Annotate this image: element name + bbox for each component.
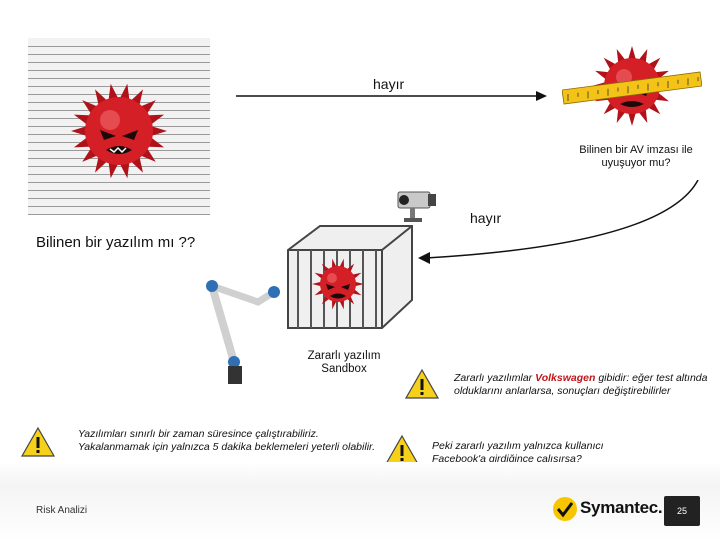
virus-spike: [119, 161, 130, 179]
virus-spike: [119, 83, 130, 101]
lineup-line: [28, 198, 210, 199]
note-volkswagen: Zararlı yazılımlar Volkswagen gibidir: e…: [454, 372, 708, 397]
note-facebook: Peki zararlı yazılım yalnızca kullanıcı …: [432, 440, 604, 465]
lineup-line: [28, 214, 210, 215]
virus-spike: [353, 281, 364, 287]
symantec-brand: Symantec.: [580, 498, 663, 517]
sandbox-label-line2: Sandbox: [321, 363, 367, 375]
warning-icon: [404, 368, 440, 399]
lineup-line: [28, 70, 210, 71]
note-volkswagen-highlight: Volkswagen: [535, 372, 596, 384]
virus-spike: [627, 46, 637, 61]
note-volkswagen-prefix: Zararlı yazılımlar: [454, 372, 536, 384]
lineup-line: [28, 86, 210, 87]
lineup-line: [28, 54, 210, 55]
security-camera-icon: [397, 191, 436, 222]
warning-icon: [20, 426, 56, 457]
note-time-limit: Yazılımları sınırlı bir zaman süresince …: [78, 428, 376, 453]
lineup-line: [28, 206, 210, 207]
lineup-line: [28, 190, 210, 191]
sandbox-label: Zararlı yazılım Sandbox: [300, 350, 388, 376]
note-volkswagen-suffix: gibidir: eğer test altında olduklarını a…: [454, 372, 708, 397]
lineup-line: [28, 78, 210, 79]
lineup-line: [28, 166, 210, 167]
lineup-line: [28, 174, 210, 175]
virus-spike: [108, 161, 119, 179]
label-no-mid: hayır: [470, 210, 502, 226]
question-known-software: Bilinen bir yazılım mı ??: [36, 234, 196, 251]
slide-number: 25: [664, 496, 700, 526]
footer-bar: [0, 462, 720, 540]
symantec-logo-icon: [553, 497, 577, 521]
virus-spike: [108, 83, 119, 101]
question-signature: Bilinen bir AV imzası ile uyuşuyor mu?: [579, 144, 693, 169]
sandbox-cage-icon: [287, 225, 413, 329]
arrow-right-icon: [236, 91, 547, 101]
curved-arrow-icon: [418, 180, 699, 264]
sandbox-label-line1: Zararlı yazılım: [307, 350, 381, 362]
label-no-top: hayır: [373, 76, 405, 92]
lineup-line: [28, 62, 210, 63]
lineup-line: [28, 46, 210, 47]
virus-icon: [71, 83, 167, 179]
lineup-line: [28, 182, 210, 183]
virus-spike: [312, 281, 323, 287]
robot-arm-icon: [206, 280, 280, 384]
lineup-line: [28, 94, 210, 95]
virus-spike: [150, 125, 167, 137]
virus-spike: [627, 111, 637, 126]
footer-title: Risk Analizi: [36, 505, 88, 516]
lineup-backdrop: [28, 38, 210, 215]
measured-virus-icon: [562, 46, 702, 126]
virus-spike: [71, 125, 88, 137]
